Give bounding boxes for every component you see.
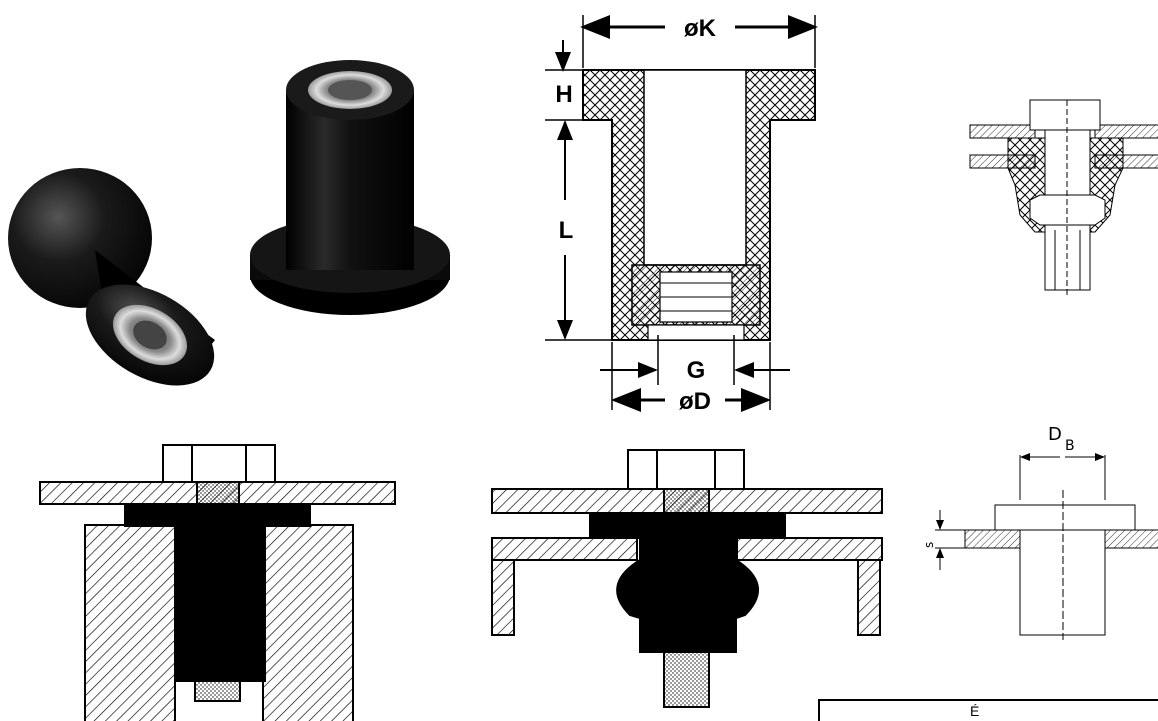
mounting-hole-diagram [935,453,1158,640]
caption-text: É [970,703,980,719]
label-head-height: H [555,81,572,108]
caption-box: É [818,699,1158,721]
label-sheet-thickness: s [922,542,936,548]
label-thread: G [687,357,706,384]
well-nut-photo-right [250,60,450,315]
label-hole-diameter-subscript: B [1065,438,1075,454]
label-body-length: L [559,217,574,244]
label-outer-diameter: øK [684,15,717,42]
label-hole-diameter: D [1048,424,1062,445]
installed-section-through [491,449,883,708]
well-nut-photo-left [8,168,215,386]
installed-section-small [969,99,1158,295]
label-body-diameter: øD [679,388,711,415]
dimension-drawing: øK H L G øD [545,15,818,415]
installed-section-blind [39,444,396,721]
